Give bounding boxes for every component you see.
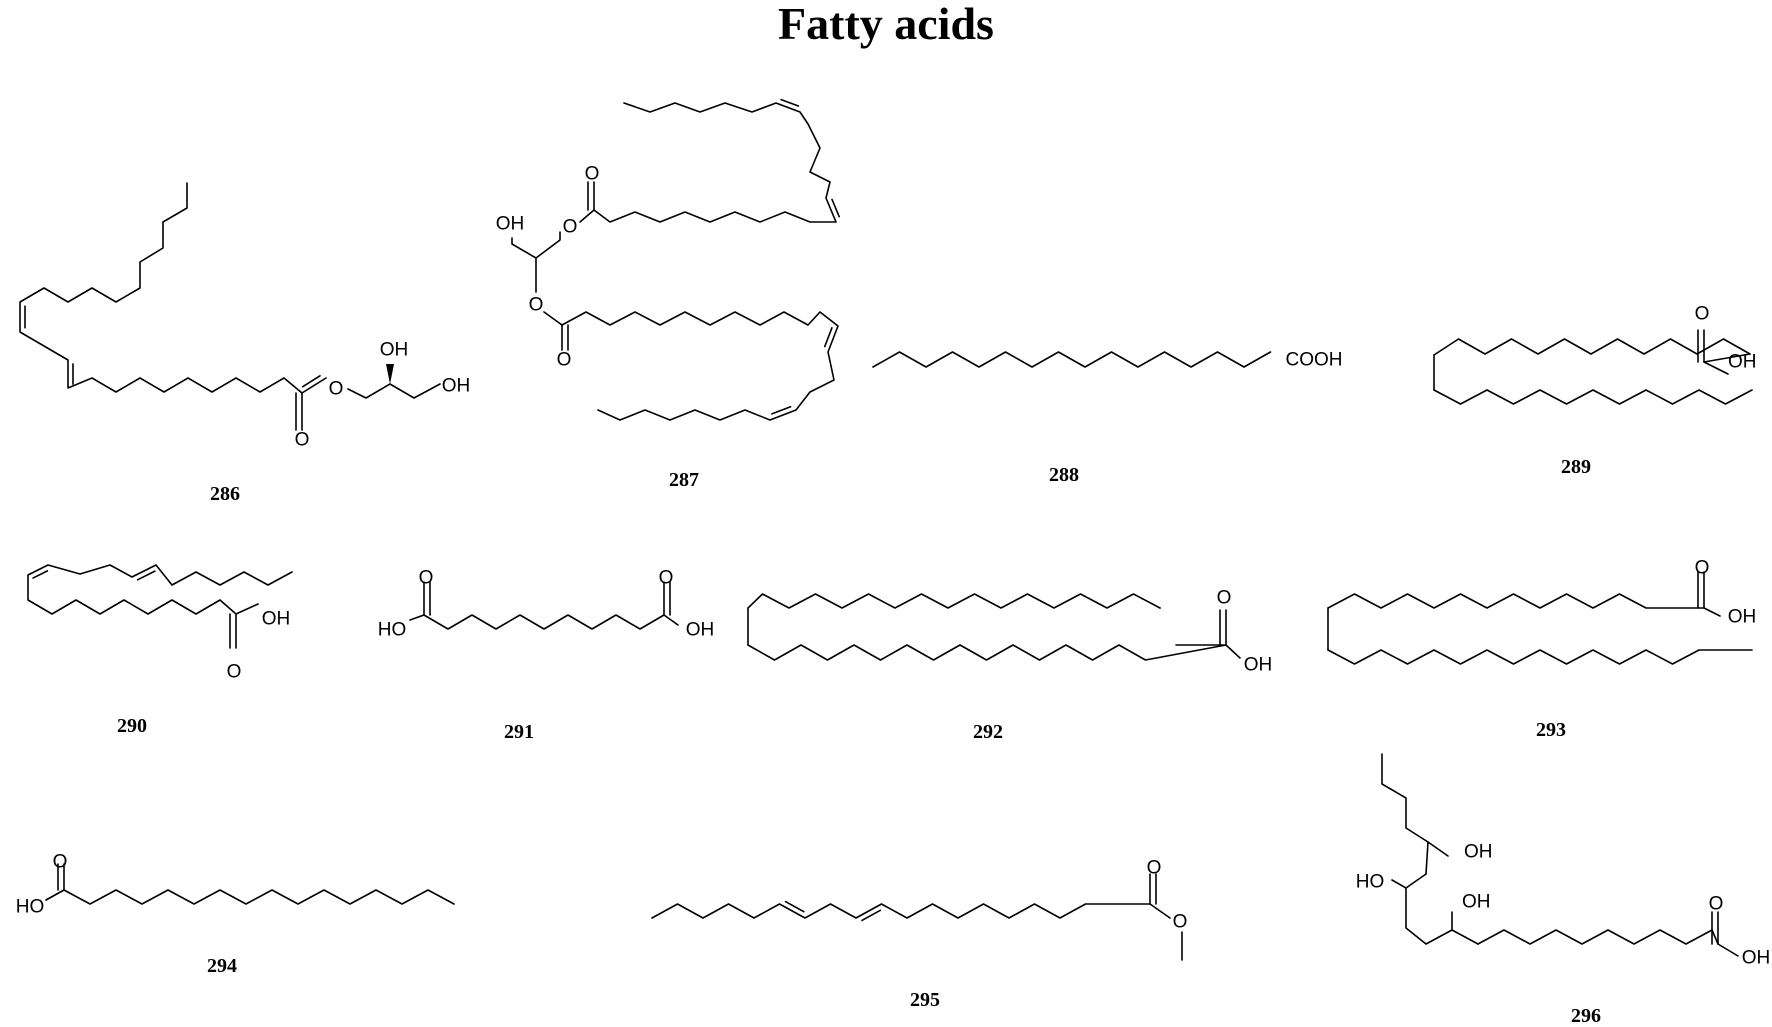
compound-label-287: 287 <box>669 469 699 491</box>
structure-286-atom-o: O <box>329 379 344 400</box>
structure-292-lower-chain <box>747 644 1227 661</box>
structure-287-double-bond <box>831 198 841 218</box>
structure-292-acid-bond <box>1225 644 1241 659</box>
structure-295-atom-o: O <box>1147 858 1162 879</box>
structure-295-double-bond <box>861 909 882 922</box>
structure-296-atom-ho: HO <box>1356 872 1385 893</box>
compound-label-292: 292 <box>973 721 1003 743</box>
compound-label-290: 290 <box>117 715 147 737</box>
structure-294-chain <box>63 889 455 905</box>
structure-289-lower-chain <box>1433 389 1753 405</box>
structure-286-ester-bond <box>301 377 327 394</box>
structure-286-atom-o: O <box>295 430 310 451</box>
structure-289-atom-o: O <box>1695 304 1710 325</box>
structure-296-chain <box>1405 873 1427 889</box>
structure-290-double-bond <box>136 570 156 581</box>
structure-296-atom-oh: OH <box>1464 842 1493 863</box>
structure-287-double-bond <box>823 327 833 348</box>
structure-293-upper-chain <box>1327 593 1705 609</box>
compound-label-294: 294 <box>207 955 237 977</box>
structure-290-atom-o: O <box>227 662 242 683</box>
figure-title: Fatty acids <box>778 0 994 49</box>
structure-295-chain <box>651 903 1151 919</box>
structure-286-glycerol <box>347 383 441 399</box>
structure-291-acid-bond <box>663 614 679 626</box>
structure-292-atom-oh: OH <box>1244 655 1273 676</box>
structure-286-stereo-wedge <box>386 364 394 384</box>
compound-label-296: 296 <box>1571 1005 1601 1027</box>
structure-296-acid-bond <box>1717 943 1739 957</box>
structure-295-ester-bond <box>1149 903 1171 919</box>
structure-287-ester-bond <box>543 311 563 326</box>
structure-296-acid-chain <box>1477 929 1719 945</box>
structure-296-chain <box>1405 887 1479 945</box>
structure-296-atom-oh: OH <box>1742 948 1771 969</box>
compound-label-291: 291 <box>504 721 534 743</box>
structure-288-atom-cooh: COOH <box>1286 350 1343 371</box>
structure-296-butyl-chain <box>1381 753 1429 843</box>
structure-290-acid-bond <box>235 603 259 615</box>
structure-291-atom-oh: OH <box>686 620 715 641</box>
structure-293-atom-oh: OH <box>1728 607 1757 628</box>
structure-287-glycerol <box>511 231 561 259</box>
compound-label-293: 293 <box>1536 719 1566 741</box>
structure-290-double-bond <box>32 570 49 579</box>
structure-294-atom-ho: HO <box>16 897 45 918</box>
structure-287-atom-o: O <box>563 217 578 238</box>
structure-287-atom-o: O <box>585 164 600 185</box>
structure-286-atom-oh: OH <box>442 376 471 397</box>
structure-296-c-oh-bond <box>1427 841 1449 857</box>
compound-label-286: 286 <box>210 483 240 505</box>
structure-289-acid-bond <box>1703 353 1751 363</box>
structure-291-atom-ho: HO <box>378 620 407 641</box>
structure-289-upper-chain <box>1433 338 1751 356</box>
structure-287-atom-o: O <box>529 295 544 316</box>
structure-286-ester-bond <box>301 375 321 388</box>
structure-292-atom-o: O <box>1217 588 1232 609</box>
compound-label-295: 295 <box>910 989 940 1011</box>
structure-294-acid-bond <box>45 889 65 901</box>
structure-296-c-oh-bond <box>1391 879 1407 889</box>
structure-296-chain <box>1425 841 1429 875</box>
structure-291-atom-o: O <box>419 568 434 589</box>
structure-290-atom-oh: OH <box>262 609 291 630</box>
structure-292-upper-chain <box>747 593 1161 609</box>
structure-296-atom-oh: OH <box>1462 892 1491 913</box>
structure-287-upper-chain <box>593 102 837 223</box>
structure-290-chain <box>27 564 293 615</box>
structure-287-ester-bond <box>579 209 595 223</box>
compound-label-288: 288 <box>1049 464 1079 486</box>
structure-293-acid-bond <box>1703 607 1721 617</box>
structure-289-atom-oh: OH <box>1728 352 1757 373</box>
structure-291-acid-bond <box>409 614 425 621</box>
structure-289-acid-bond <box>1703 361 1729 375</box>
structure-287-atom-o: O <box>557 350 572 371</box>
structure-293-atom-o: O <box>1695 558 1710 579</box>
structure-287-double-bond <box>780 98 800 107</box>
structure-291-chain <box>423 614 665 630</box>
structure-291-atom-o: O <box>659 568 674 589</box>
compound-label-289: 289 <box>1561 456 1591 478</box>
structure-287-lower-chain <box>561 311 839 421</box>
structure-295-double-bond <box>784 900 805 913</box>
structure-287-atom-oh: OH <box>496 214 525 235</box>
structure-287-double-bond <box>771 405 792 415</box>
structure-295-atom-o: O <box>1173 912 1188 933</box>
structure-296-atom-o: O <box>1709 894 1724 915</box>
structure-288-chain <box>872 351 1272 368</box>
structure-294-atom-o: O <box>53 852 68 873</box>
structure-286-atom-oh: OH <box>380 340 409 361</box>
structure-286-chain <box>19 182 303 394</box>
structure-293-lower-chain <box>1327 649 1753 665</box>
